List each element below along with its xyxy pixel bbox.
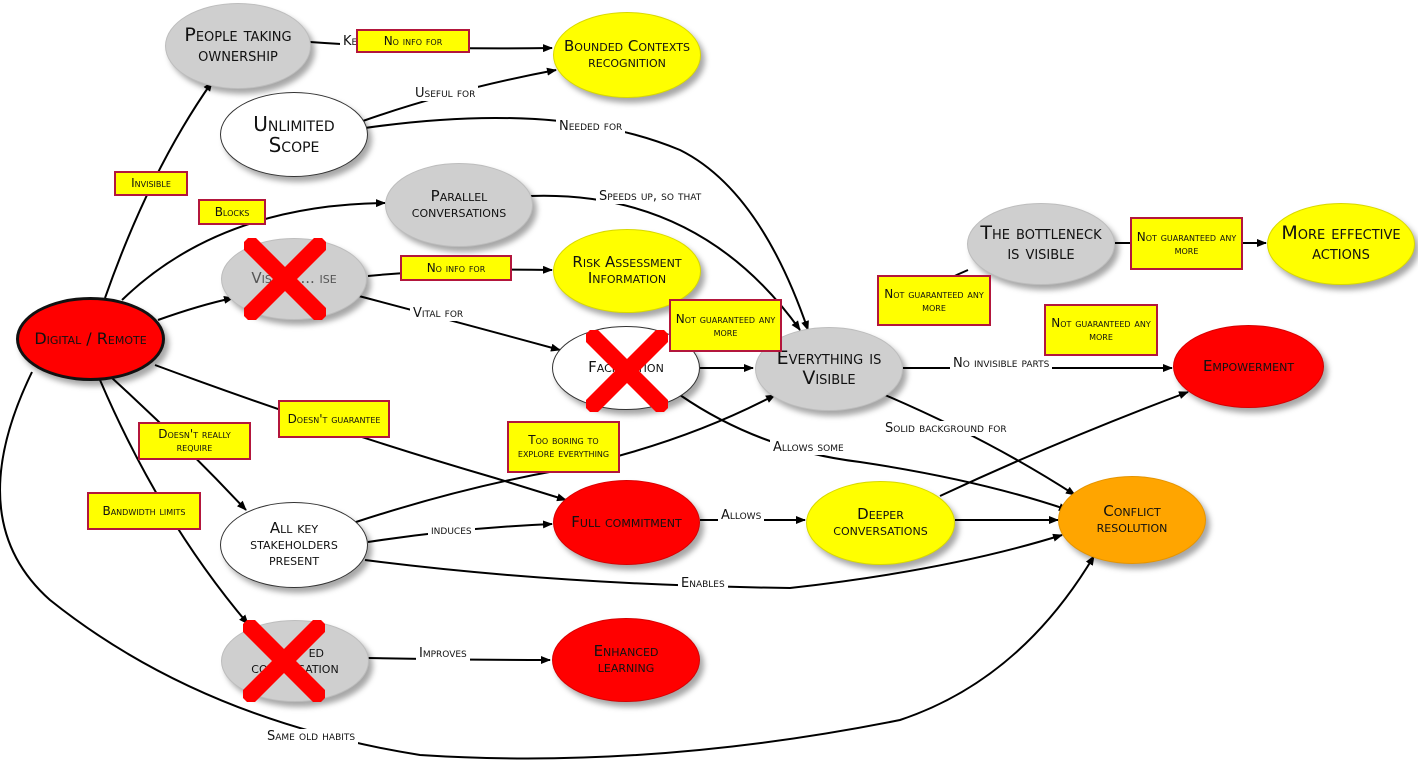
- edge-stakeholders-to-conflict: [364, 533, 1063, 590]
- note-not-guaranteed-2: Not guaranteed any more: [877, 275, 991, 326]
- node-all-key-stakeholders-present: All key stakeholders present: [220, 502, 368, 588]
- node-digital-remote: Digital / Remote: [16, 297, 165, 381]
- edge-label-allows-some: Allows some: [770, 440, 847, 455]
- edge-everything-to-conflict: [884, 394, 1076, 496]
- edge-digital-to-full-commitment: [154, 364, 567, 502]
- note-invisible: Invisible: [114, 171, 188, 196]
- edge-label-needed-for: Needed for: [556, 119, 626, 134]
- node-full-commitment: Full commitment: [553, 480, 700, 565]
- node-unlimited-scope: Unlimited Scope: [220, 92, 368, 177]
- edge-label-enables: Enables: [678, 576, 728, 591]
- note-bandwidth-limits: Bandwidth limits: [87, 492, 201, 530]
- note-doesnt-guarantee: Doesn't guarantee: [278, 400, 390, 438]
- note-not-guaranteed-4: Not guaranteed any more: [669, 299, 782, 352]
- node-conflict-resolution: Conflict resolution: [1058, 476, 1206, 564]
- red-cross-icon: [586, 330, 668, 412]
- edge-label-vital-for: Vital for: [410, 306, 467, 321]
- node-more-effective-actions: More effective actions: [1267, 203, 1415, 285]
- edge-digital-to-crossed1: [157, 295, 234, 321]
- edge-label-same-old-habits: Same old habits: [264, 729, 359, 744]
- node-the-bottleneck-is-visible: The bottleneck is visible: [967, 203, 1115, 285]
- note-not-guaranteed-1: Not guaranteed any more: [1130, 217, 1243, 270]
- node-deeper-conversations: Deeper conversations: [806, 481, 955, 565]
- red-cross-icon: [243, 620, 325, 702]
- edge-facilitation-to-conflict: [679, 394, 1069, 511]
- edge-digital-to-parallel: [121, 199, 386, 301]
- node-parallel-conversations: Parallel conversations: [385, 163, 533, 247]
- node-people-taking-ownership: People taking ownership: [165, 3, 311, 89]
- edge-parallel-to-everything: [529, 194, 801, 331]
- note-no-info-for-1: No info for: [356, 29, 470, 53]
- red-cross-icon: [244, 238, 326, 320]
- edge-deeper-to-empowerment: [939, 391, 1189, 497]
- node-bounded-contexts-recognition: Bounded Contexts recognition: [553, 12, 701, 98]
- note-too-boring: Too boring to explore everything: [507, 421, 620, 473]
- edge-label-allows: Allows: [718, 508, 765, 523]
- edge-label-useful-for: Useful for: [412, 86, 479, 101]
- note-no-info-for-2: No info for: [400, 255, 512, 281]
- note-not-guaranteed-3: Not guaranteed any more: [1044, 304, 1158, 356]
- edge-unlimited-to-everything: [364, 117, 809, 331]
- edge-label-improves: Improves: [416, 646, 470, 661]
- edge-crossed1-to-facilitation: [354, 294, 561, 352]
- edge-label-no-invisible-parts: No invisible parts: [950, 356, 1053, 371]
- edge-label-speeds-up: Speeds up, so that: [596, 189, 705, 204]
- node-empowerment: Empowerment: [1173, 325, 1324, 408]
- note-blocks: Blocks: [198, 199, 266, 225]
- note-doesnt-really-require: Doesn't really require: [138, 422, 251, 460]
- node-crossed-visible: Visible ... ise: [221, 238, 367, 320]
- edge-digital-to-conflict: [0, 371, 1095, 760]
- edge-label-solid-background: Solid background for: [882, 421, 1010, 436]
- edge-label-induces: induces: [428, 523, 475, 538]
- node-enhanced-learning: Enhanced learning: [552, 618, 700, 702]
